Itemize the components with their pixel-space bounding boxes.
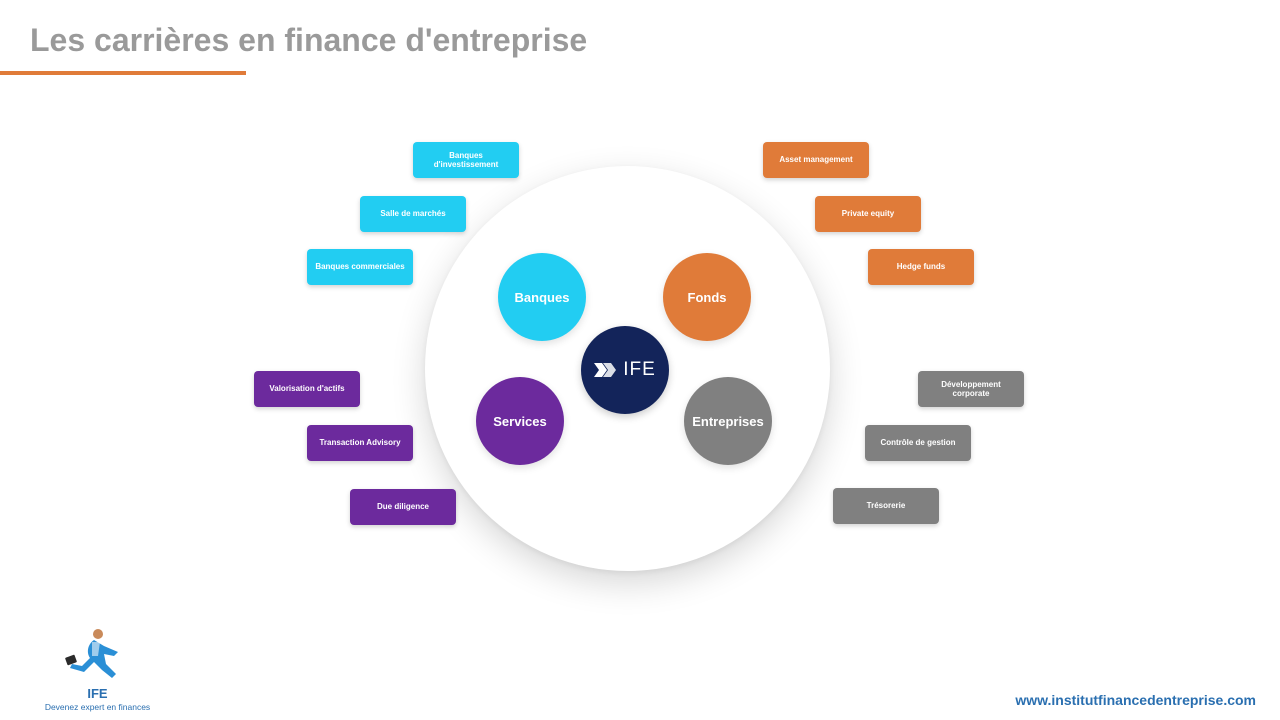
career-banques-investissement: Banques d'investissement xyxy=(413,142,519,178)
category-fonds-label: Fonds xyxy=(687,289,727,305)
category-services: Services xyxy=(476,377,564,465)
category-banques: Banques xyxy=(498,253,586,341)
center-ife-label: IFE xyxy=(623,359,656,380)
career-hedge-funds: Hedge funds xyxy=(868,249,974,285)
ife-logo-mark-icon xyxy=(594,363,617,377)
ife-logo: IFE Devenez expert en finances xyxy=(40,624,155,714)
career-banques-commerciales: Banques commerciales xyxy=(307,249,413,285)
career-transaction-advisory: Transaction Advisory xyxy=(307,425,413,461)
category-services-label: Services xyxy=(493,413,547,429)
title-underline xyxy=(0,71,246,75)
career-valorisation-actifs: Valorisation d'actifs xyxy=(254,371,360,407)
career-asset-management: Asset management xyxy=(763,142,869,178)
career-developpement-corporate: Développement corporate xyxy=(918,371,1024,407)
logo-name: IFE xyxy=(87,686,108,701)
career-controle-de-gestion: Contrôle de gestion xyxy=(865,425,971,461)
category-fonds: Fonds xyxy=(663,253,751,341)
career-private-equity: Private equity xyxy=(815,196,921,232)
center-ife-node: IFE xyxy=(581,326,669,414)
career-salle-de-marches: Salle de marchés xyxy=(360,196,466,232)
slide-title: Les carrières en finance d'entreprise xyxy=(30,22,588,58)
category-entreprises-label: Entreprises xyxy=(692,413,764,429)
career-due-diligence: Due diligence xyxy=(350,489,456,525)
category-banques-label: Banques xyxy=(514,289,570,305)
running-businessman-icon xyxy=(65,629,118,678)
logo-tagline: Devenez expert en finances xyxy=(44,702,151,712)
website-link[interactable]: www.institutfinancedentreprise.com xyxy=(1015,692,1256,708)
career-tresorerie: Trésorerie xyxy=(833,488,939,524)
category-entreprises: Entreprises xyxy=(684,377,772,465)
